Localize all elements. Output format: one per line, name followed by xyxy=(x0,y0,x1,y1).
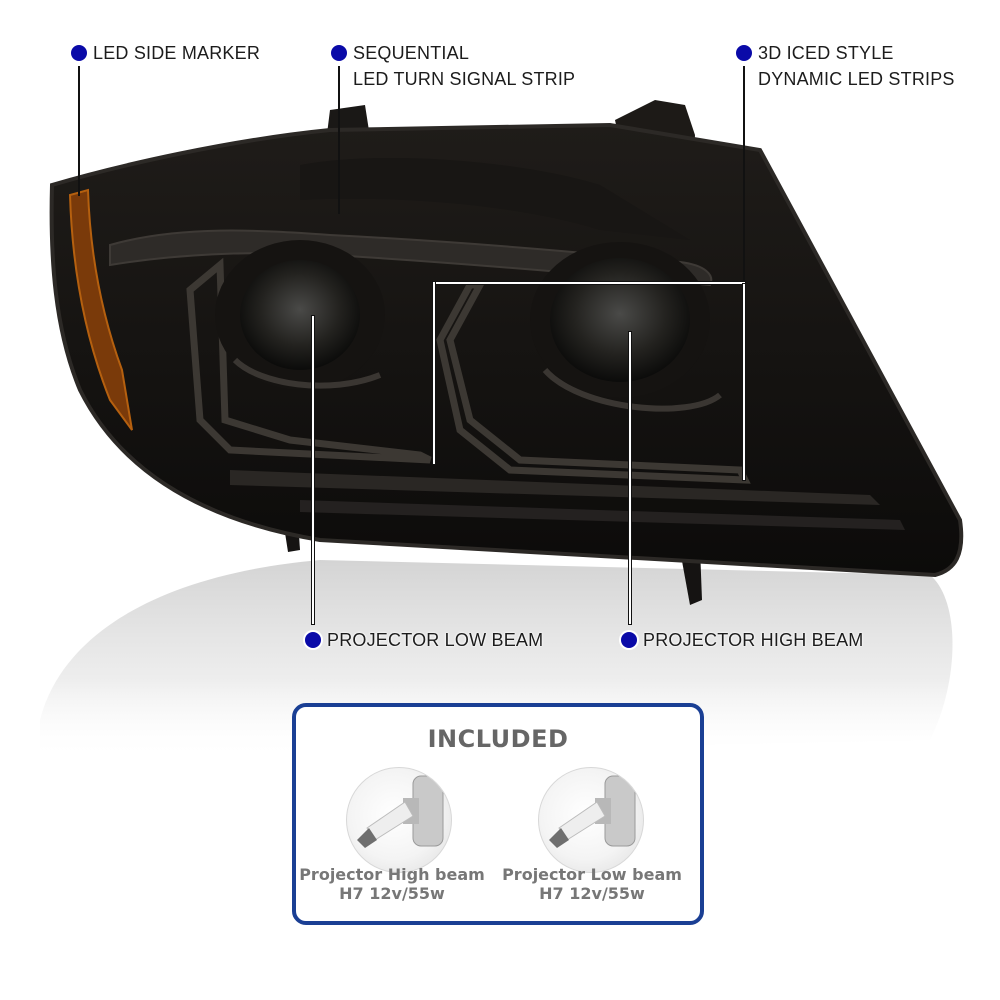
amber-side-marker xyxy=(68,188,133,431)
bulb-spec: H7 12v/55w xyxy=(539,884,645,903)
leader-iced-horizontal xyxy=(433,282,745,284)
leader-iced xyxy=(743,66,745,284)
h7-bulb-icon xyxy=(538,767,644,873)
leader-sequential xyxy=(338,66,340,214)
bulb-name: Projector High beam xyxy=(299,865,485,884)
bulb-spec: H7 12v/55w xyxy=(339,884,445,903)
callout-label-line2: DYNAMIC LED STRIPS xyxy=(758,69,955,89)
bulb-name: Projector Low beam xyxy=(502,865,682,884)
leader-led-side-marker xyxy=(78,66,80,196)
included-title: INCLUDED xyxy=(427,725,569,753)
callout-projector-low-beam: PROJECTOR LOW BEAM xyxy=(305,627,543,653)
bulb-caption-low-beam: Projector Low beam H7 12v/55w xyxy=(492,865,692,903)
callout-projector-high-beam: PROJECTOR HIGH BEAM xyxy=(621,627,864,653)
callout-3d-iced-led-strips: 3D ICED STYLE DYNAMIC LED STRIPS xyxy=(736,40,955,92)
leader-low-beam xyxy=(312,316,314,624)
leader-high-beam xyxy=(629,332,631,624)
bullet-dot-icon xyxy=(621,632,637,648)
reflection xyxy=(40,560,953,760)
callout-sequential-turn-signal: SEQUENTIAL LED TURN SIGNAL STRIP xyxy=(331,40,575,92)
callout-led-side-marker: LED SIDE MARKER xyxy=(71,40,260,66)
bullet-dot-icon xyxy=(331,45,347,61)
projector-low-beam xyxy=(186,240,432,464)
h7-bulb-icon xyxy=(346,767,452,873)
bulb-caption-high-beam: Projector High beam H7 12v/55w xyxy=(292,865,492,903)
callout-label-line1: 3D ICED STYLE xyxy=(758,43,894,63)
leader-iced-right-drop xyxy=(743,284,745,480)
callout-label-line2: LED TURN SIGNAL STRIP xyxy=(353,69,576,89)
bullet-dot-icon xyxy=(71,45,87,61)
bullet-dot-icon xyxy=(305,632,321,648)
callout-label: PROJECTOR HIGH BEAM xyxy=(643,630,864,650)
bullet-dot-icon xyxy=(736,45,752,61)
included-bulbs-panel: INCLUDED Projector High beam H7 12v/55w … xyxy=(292,703,704,925)
callout-label: PROJECTOR LOW BEAM xyxy=(327,630,544,650)
leader-iced-left-drop xyxy=(433,282,435,464)
projector-high-beam xyxy=(436,242,751,484)
bulb-item-low-beam xyxy=(508,767,658,877)
callout-label: LED SIDE MARKER xyxy=(93,43,261,63)
callout-label-line1: SEQUENTIAL xyxy=(353,43,470,63)
bulb-item-high-beam xyxy=(316,767,466,877)
